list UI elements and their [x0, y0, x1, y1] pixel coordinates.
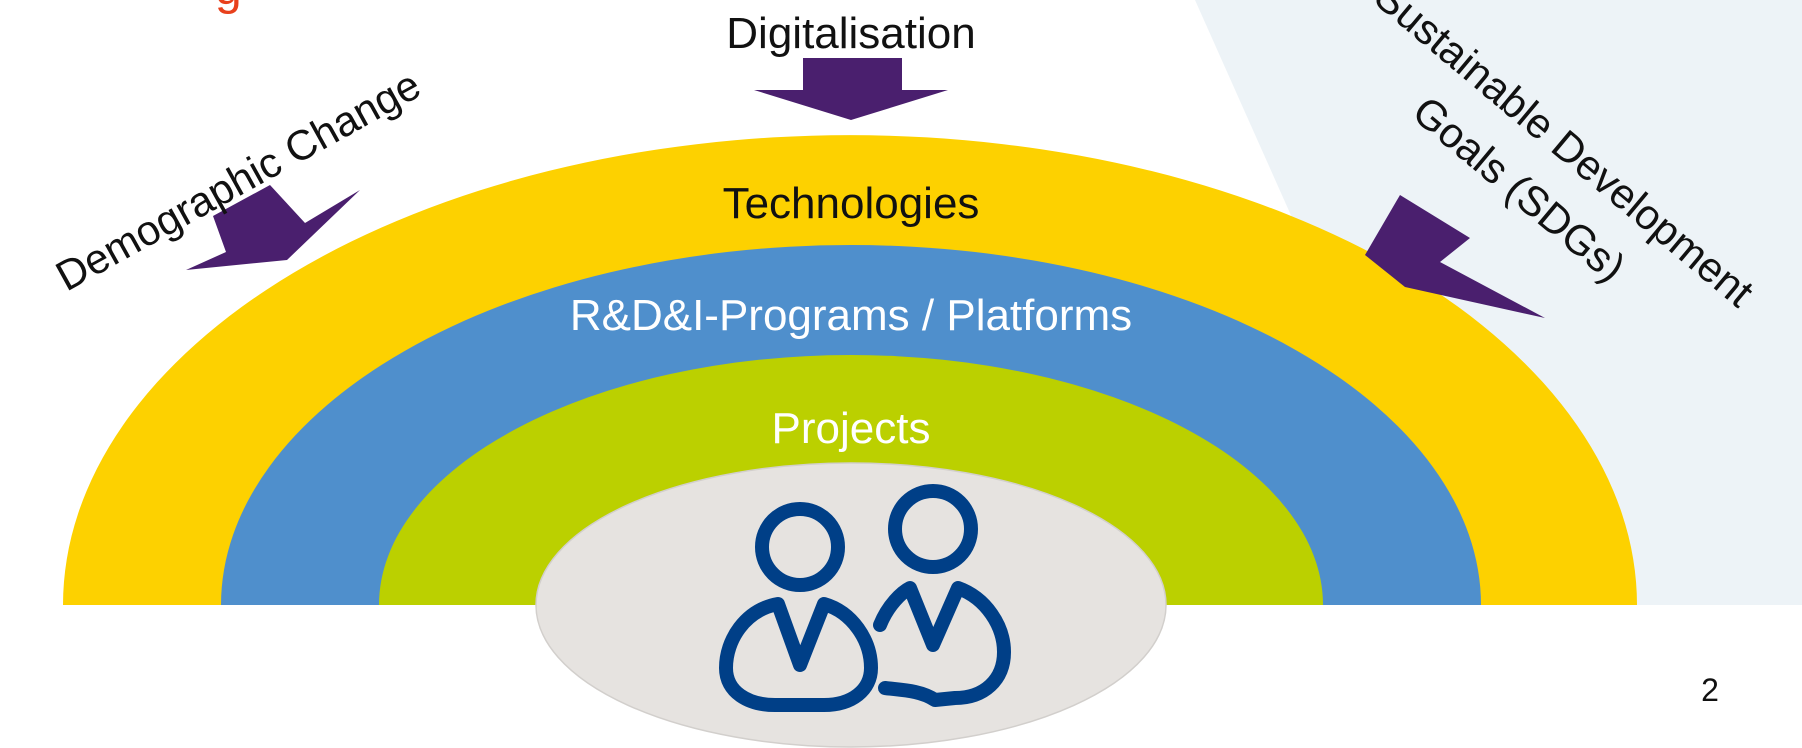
heading-fragment: g	[215, 0, 242, 15]
arrow-sdgs-icon	[1365, 195, 1545, 318]
arrow-demographic-icon	[186, 185, 360, 270]
page-number: 2	[1701, 672, 1719, 708]
two-people-icon	[719, 484, 1011, 712]
label-digitalisation: Digitalisation	[726, 9, 975, 58]
center-ellipse	[535, 462, 1167, 748]
arrow-digitalisation-icon	[754, 58, 948, 120]
label-projects: Projects	[772, 404, 931, 453]
label-technologies: Technologies	[723, 179, 980, 228]
label-programs: R&D&I-Programs / Platforms	[570, 291, 1132, 340]
